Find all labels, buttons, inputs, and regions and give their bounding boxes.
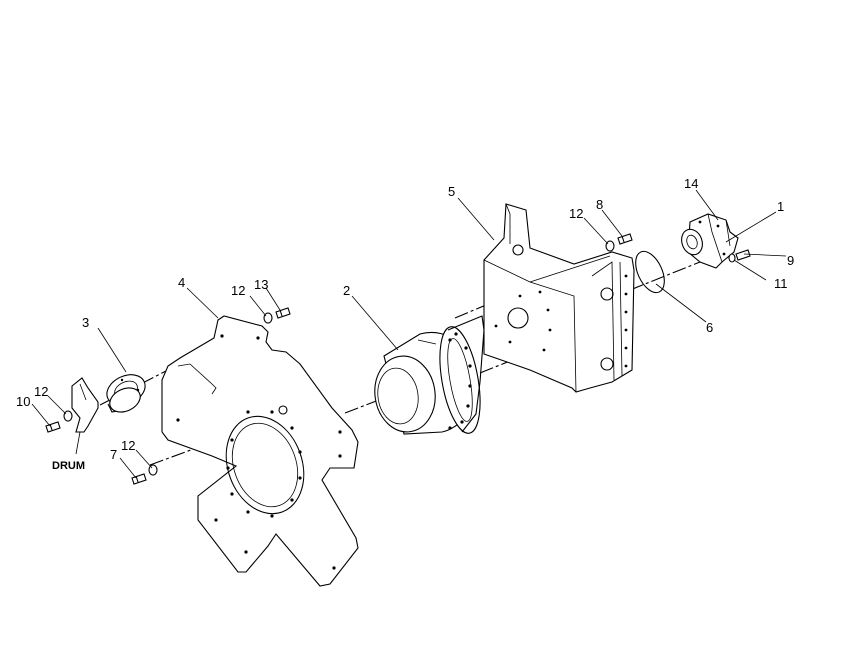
callout-10: 10 — [16, 394, 30, 409]
hydraulic-motor — [681, 213, 739, 269]
callout-4: 4 — [178, 275, 185, 290]
washer-12-left — [63, 410, 73, 422]
callout-5: 5 — [448, 184, 455, 199]
hub-flange — [106, 374, 146, 413]
bolt-13 — [275, 307, 291, 319]
planetary-drive — [374, 315, 485, 435]
callout-1: 1 — [777, 199, 784, 214]
drive-flange-bolts — [448, 332, 472, 430]
callout-12-right: 12 — [569, 206, 583, 221]
callout-3: 3 — [82, 315, 89, 330]
washer-12-right — [605, 240, 615, 252]
bolt-8 — [617, 233, 633, 245]
callout-14: 14 — [684, 176, 698, 191]
callout-9: 9 — [787, 253, 794, 268]
fasteners — [45, 233, 751, 485]
callout-2: 2 — [343, 283, 350, 298]
drum-bracket — [71, 377, 99, 433]
washer-11 — [728, 253, 736, 263]
callout-12-top: 12 — [231, 283, 245, 298]
mounting-plate — [161, 315, 359, 587]
callout-12-left: 12 — [34, 384, 48, 399]
callouts: 1 2 3 4 5 6 7 8 9 10 11 12 12 12 12 13 1… — [16, 176, 794, 472]
callout-13: 13 — [254, 277, 268, 292]
bolt-7 — [131, 473, 147, 485]
frame-holes — [494, 274, 628, 368]
leader-lines — [31, 189, 787, 479]
gasket — [635, 250, 665, 294]
callout-7: 7 — [110, 447, 117, 462]
bolt-10 — [45, 421, 61, 433]
washer-12-bottom — [148, 464, 158, 476]
callout-6: 6 — [706, 320, 713, 335]
plate-bolt-holes — [176, 334, 342, 570]
frame-bracket — [483, 203, 635, 393]
drum-label: DRUM — [52, 460, 85, 472]
callout-11: 11 — [774, 276, 788, 291]
callout-8: 8 — [596, 197, 603, 212]
callout-12-bottom: 12 — [121, 438, 135, 453]
bolt-9 — [735, 249, 751, 261]
